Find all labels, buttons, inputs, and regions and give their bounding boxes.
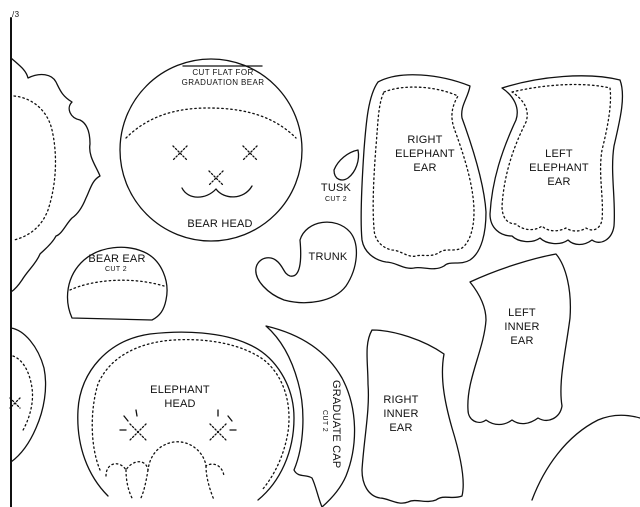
elephant-eye-left-x [129,423,147,441]
bear-mouth [181,185,253,198]
bear-ear-label: BEAR EAR [88,253,146,265]
tusk-cut: CUT 2 [324,196,348,203]
bottom-right-piece-outline [531,414,640,501]
corner-mark: /3 [12,10,20,19]
left-elephant-ear-line1: LEFT [545,148,573,160]
right-elephant-ear-outline [360,74,487,270]
left-elephant-ear-outline [489,75,624,246]
left-inner-ear-line3: EAR [510,335,534,347]
elephant-head-stitch [91,338,290,491]
lower-left-x-mark [9,397,21,409]
trunk-label: TRUNK [308,251,348,263]
lower-left-piece-stitch [12,355,34,433]
right-inner-ear-outline [361,329,464,504]
bear-eye-right-x [242,145,258,161]
right-inner-ear-line1: RIGHT [383,394,419,406]
tusk-outline [333,149,360,181]
tusk-label: TUSK [320,182,352,194]
bear-ear-outline [66,246,168,321]
left-inner-ear-line2: INNER [504,321,540,333]
bear-head-note-line1: CUT FLAT FOR [192,68,254,77]
elephant-head-line1: ELEPHANT [150,384,210,396]
elephant-eye-right-x [209,423,227,441]
elephant-eye-left-lashes [119,409,138,431]
elephant-trunk-stitch [105,441,225,477]
right-inner-ear-line2: INNER [383,408,419,420]
right-elephant-ear-line3: EAR [413,162,437,174]
left-inner-ear-line1: LEFT [508,307,536,319]
bear-head-outline [119,58,303,242]
bear-ear-stitch [69,279,165,291]
elephant-eye-right-lashes [217,409,237,431]
elephant-head-line2: HEAD [164,398,196,410]
mane-piece-outline [10,57,101,293]
graduate-cap-cut: CUT 2 [321,410,328,433]
trunk-outline [255,221,357,304]
lower-left-piece-outline [10,327,47,463]
bear-nose-x [208,170,224,186]
right-elephant-ear-stitch [372,86,475,257]
bear-eye-left-x [172,145,188,161]
left-elephant-ear-line3: EAR [547,176,571,188]
right-inner-ear-line3: EAR [389,422,413,434]
left-elephant-ear-line2: ELEPHANT [529,162,589,174]
right-elephant-ear-line1: RIGHT [407,134,443,146]
elephant-head-outline [77,331,295,501]
bear-ear-cut: CUT 2 [104,266,128,273]
elephant-trunk-stitch-2 [125,465,215,501]
left-inner-ear-outline [467,253,572,426]
mane-piece-stitch [13,95,57,241]
left-elephant-ear-stitch [501,83,612,232]
graduate-cap-outline [265,325,356,507]
graduate-cap-label: GRADUATE CAP [330,380,342,469]
bear-head-note-line2: GRADUATION BEAR [181,78,265,87]
bear-head-stitch [125,107,297,139]
bear-head-label: BEAR HEAD [187,218,253,230]
right-elephant-ear-line2: ELEPHANT [395,148,455,160]
